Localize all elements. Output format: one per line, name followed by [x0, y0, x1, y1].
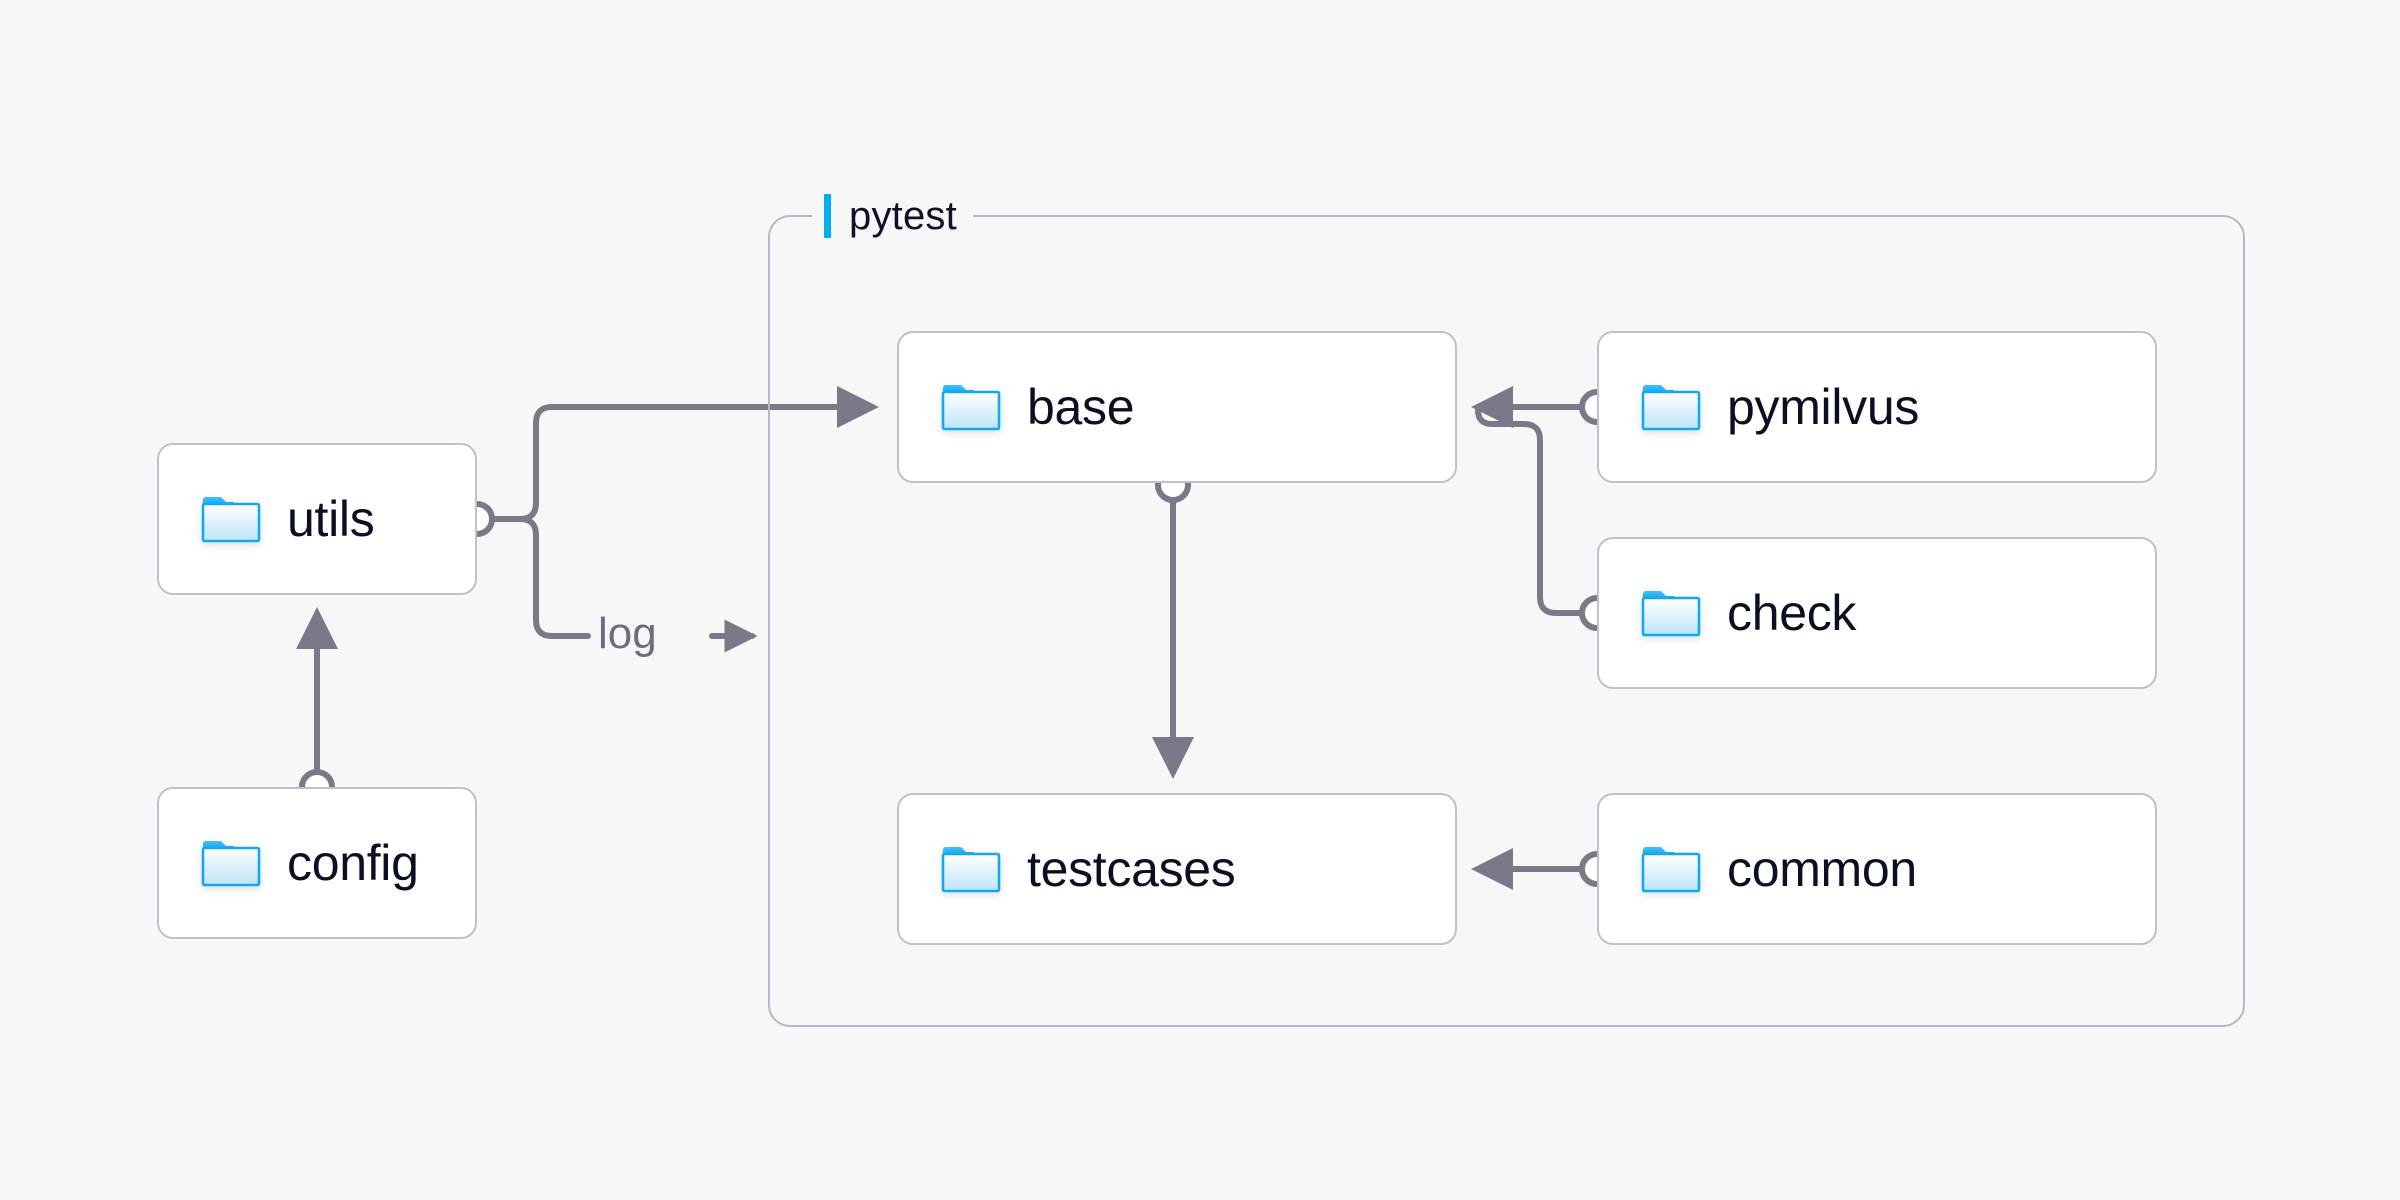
node-pymilvus[interactable]: pymilvus: [1597, 331, 2157, 483]
node-common[interactable]: common: [1597, 793, 2157, 945]
node-utils[interactable]: utils: [157, 443, 477, 595]
node-label: base: [1027, 379, 1135, 435]
group-title: pytest: [849, 193, 957, 238]
folder-icon: [941, 382, 1001, 432]
node-label: pymilvus: [1727, 379, 1920, 435]
folder-icon: [201, 838, 261, 888]
node-base[interactable]: base: [897, 331, 1457, 483]
folder-icon: [1641, 588, 1701, 638]
node-label: config: [287, 835, 419, 891]
node-label: utils: [287, 491, 375, 547]
edge-label-log: log: [598, 609, 657, 658]
node-check[interactable]: check: [1597, 537, 2157, 689]
node-label: check: [1727, 585, 1857, 641]
node-label: common: [1727, 841, 1917, 897]
folder-icon: [941, 844, 1001, 894]
edge-utils-to-pytest-log: [489, 516, 591, 639]
node-testcases[interactable]: testcases: [897, 793, 1457, 945]
group-pytest: [768, 215, 2245, 1027]
folder-icon: [201, 494, 261, 544]
folder-icon: [1641, 382, 1701, 432]
node-label: testcases: [1027, 841, 1236, 897]
folder-icon: [1641, 844, 1701, 894]
group-pytest-label: pytest: [812, 190, 973, 242]
group-accent-bar: [824, 194, 831, 238]
node-config[interactable]: config: [157, 787, 477, 939]
